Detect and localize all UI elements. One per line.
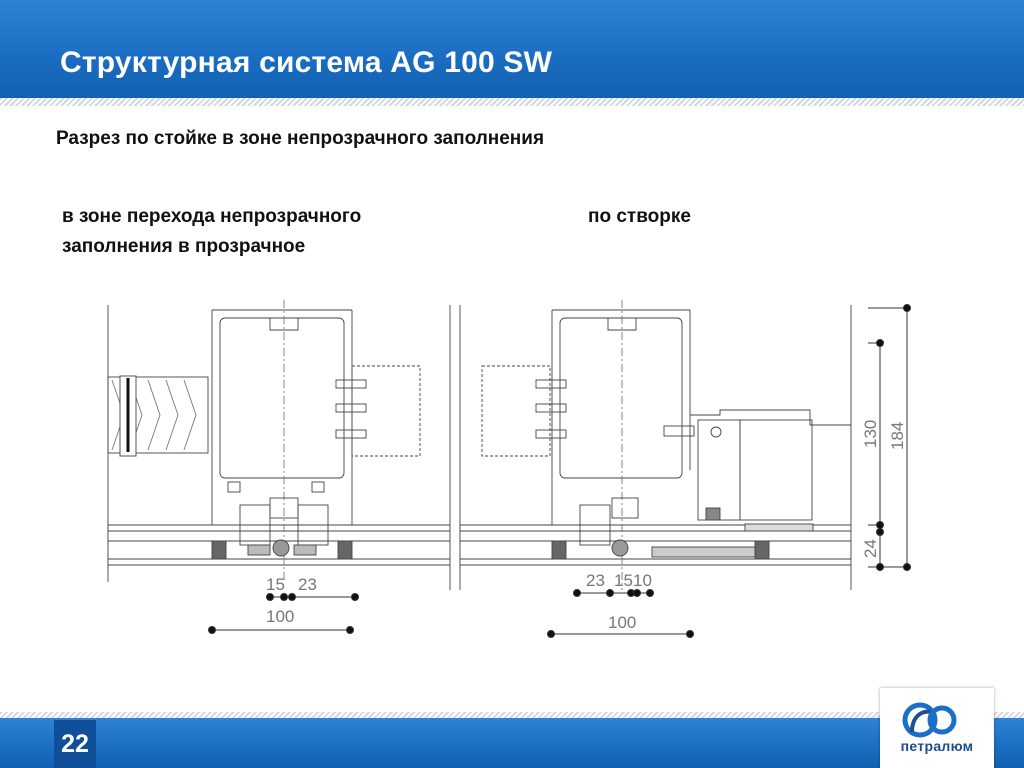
caption-right: по створке <box>588 206 691 227</box>
dim-right-24: 24 <box>861 539 880 558</box>
header-bar <box>0 0 1024 104</box>
dim-left-23: 23 <box>298 575 317 594</box>
caption-left: в зоне перехода непрозрачного заполнения… <box>62 202 422 262</box>
dim-left-15: 15 <box>266 575 285 594</box>
caption-left-line1: в зоне перехода непрозрачного <box>62 206 362 227</box>
dim-right-23: 23 <box>586 571 605 590</box>
caption-left-line2: заполнения в прозрачное <box>62 236 306 257</box>
dim-right-15: 15 <box>614 571 633 590</box>
dim-left-100: 100 <box>266 607 294 626</box>
dim-right-10: 10 <box>633 571 652 590</box>
slide-title: Структурная система AG 100 SW <box>60 46 553 79</box>
footer-bar <box>0 718 1024 768</box>
footer-stripe <box>0 712 1024 720</box>
logo-text: петралюм <box>900 738 974 754</box>
dim-right-184: 184 <box>888 422 907 450</box>
dim-right-130: 130 <box>861 420 880 448</box>
header-stripe <box>0 98 1024 106</box>
dim-right-100: 100 <box>608 613 636 632</box>
section-subtitle: Разрез по стойке в зоне непрозрачного за… <box>56 128 545 149</box>
page-number: 22 <box>54 720 96 768</box>
logo-icon <box>902 702 957 738</box>
company-logo: петралюм <box>880 688 994 768</box>
